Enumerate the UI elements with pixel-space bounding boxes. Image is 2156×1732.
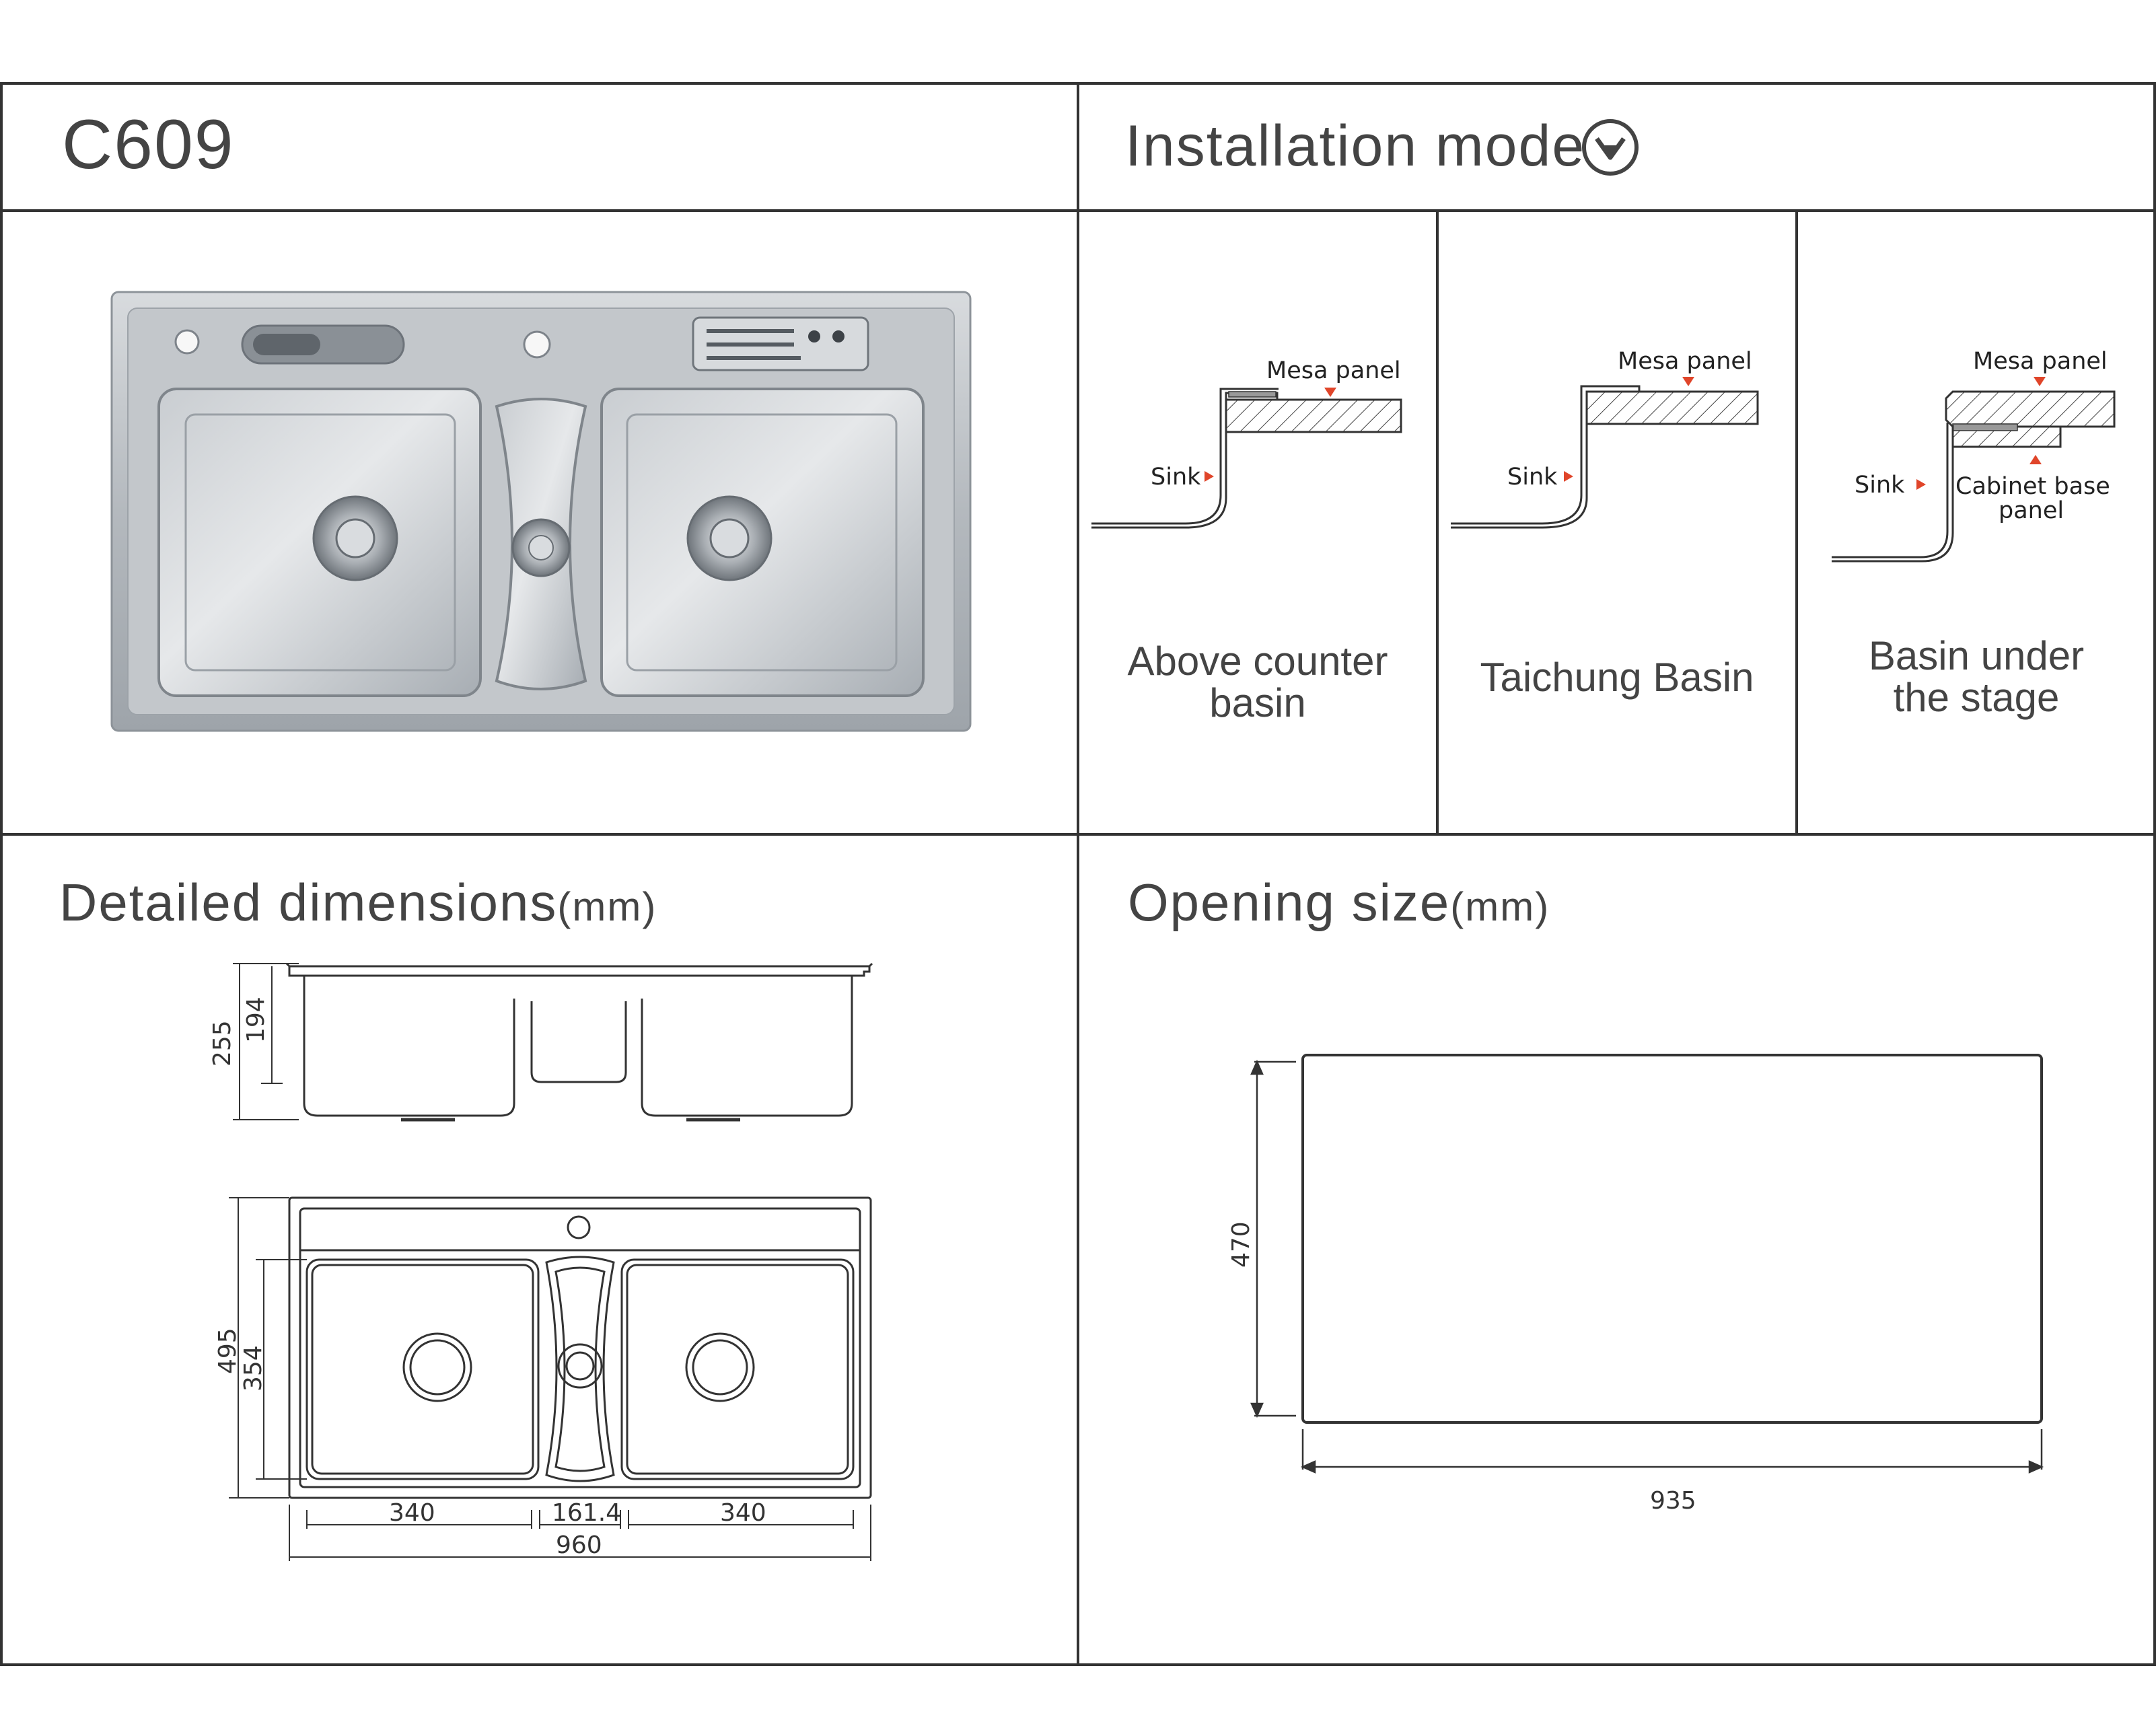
mode-name-taichung: Taichung Basin	[1480, 655, 1754, 700]
opening-height-value: 470	[1227, 1221, 1255, 1268]
bowl-length-value: 354	[240, 1345, 267, 1392]
opening-size-title: Opening size(mm)	[1128, 873, 1550, 932]
arrow-sink-3	[1916, 479, 1926, 490]
install-diagram-taichung: Mesa panel Sink	[1451, 348, 1759, 529]
cabinet-label-line2: panel	[1999, 497, 2064, 524]
overall-length-value: 495	[214, 1328, 242, 1374]
mesa-label-2: Mesa panel	[1618, 348, 1752, 375]
right-bowl-width-value: 340	[720, 1499, 766, 1527]
sink-side-view: 255 194	[209, 962, 873, 1122]
sink-profile-3	[1832, 425, 1954, 563]
mesa-label-3: Mesa panel	[1973, 348, 2108, 375]
bowl-depth-value: 194	[242, 997, 270, 1043]
opening-width-dimension	[1300, 1429, 2044, 1474]
mode-name-above-counter: Above counter basin	[1127, 639, 1388, 725]
opening-height-dimension	[1250, 1059, 1296, 1418]
opening-width-value: 935	[1650, 1487, 1696, 1515]
arrow-cabinet	[2029, 455, 2042, 464]
depth-dimension-lines	[233, 963, 299, 1120]
width-dimension-lines	[289, 1505, 871, 1561]
middle-bowl-width-value: 161.4	[552, 1499, 621, 1527]
arrow-sink-1	[1205, 471, 1214, 482]
left-bowl-width-value: 340	[389, 1499, 435, 1527]
sink-label-1: Sink	[1151, 464, 1201, 491]
sink-label-2: Sink	[1507, 464, 1558, 491]
sink-profile-1	[1091, 392, 1279, 529]
install-diagram-under-stage: Mesa panel Sink Cabinet base panel	[1832, 348, 2116, 563]
length-dimension-lines	[229, 1197, 307, 1499]
mesa-panel-1	[1225, 398, 1402, 433]
arrow-mesa-3	[2034, 377, 2046, 386]
overall-depth-value: 255	[209, 1020, 236, 1067]
mode-name-under-stage: Basin under the stage	[1868, 633, 2085, 720]
mesa-panel-2	[1585, 390, 1759, 425]
arrow-mesa-2	[1682, 377, 1694, 386]
installation-mode-title: Installation mode	[1125, 114, 1586, 178]
chevron-down-circle-icon	[1582, 119, 1639, 176]
cabinet-label-line1: Cabinet base	[1955, 473, 2110, 500]
mesa-panel-3	[1945, 390, 2116, 428]
sink-label-3: Sink	[1855, 472, 1905, 499]
mesa-label-1: Mesa panel	[1266, 357, 1401, 384]
opening-cutout-rect	[1301, 1054, 2043, 1424]
overall-width-value: 960	[556, 1531, 602, 1559]
install-diagram-above-counter: Mesa panel Sink	[1091, 357, 1402, 529]
sink-top-view: 495 354 340 161.4 340 960	[214, 1196, 872, 1561]
opening-size-diagram: 470 935	[1227, 1054, 2044, 1515]
arrow-mesa-1	[1324, 388, 1336, 397]
sink-profile-2	[1451, 390, 1639, 529]
sink-product-image	[110, 291, 972, 732]
arrow-sink-2	[1564, 471, 1573, 482]
dimensions-title: Detailed dimensions(mm)	[59, 873, 657, 932]
model-title: C609	[62, 106, 235, 184]
